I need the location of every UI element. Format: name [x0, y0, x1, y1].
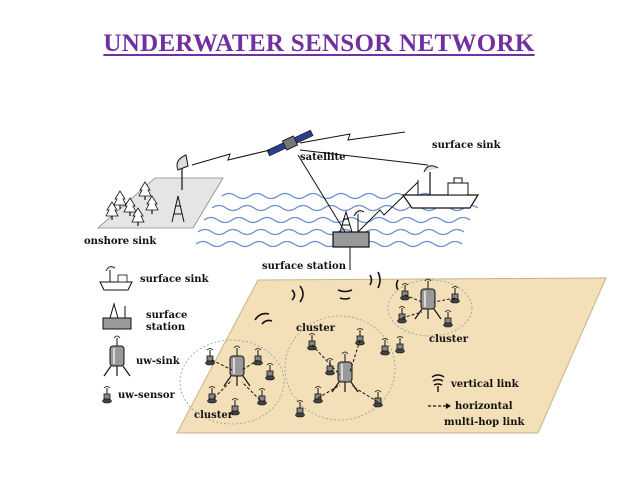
label-surface-sink: surface sink — [432, 140, 502, 151]
label-satellite: satellite — [300, 152, 345, 163]
legend-horizontal-2: multi-hop link — [444, 417, 526, 428]
cluster-mid — [284, 315, 396, 421]
cluster-left — [179, 339, 285, 425]
label-surface-station: surface station — [262, 261, 347, 272]
legend-uw-sink-icon — [103, 335, 131, 377]
legend-buoy-icon — [102, 302, 132, 330]
legend-surface-station-2: station — [146, 322, 186, 333]
ship-icon — [401, 165, 480, 209]
label-cluster-right: cluster — [429, 334, 469, 345]
seabed — [176, 277, 607, 434]
legend-uw-sensor: uw-sensor — [118, 390, 176, 401]
shore-land — [96, 177, 224, 229]
legend-horizontal-1: horizontal — [455, 401, 513, 412]
horizontal-link-arrow-icon — [446, 403, 451, 409]
page-title: UNDERWATER SENSOR NETWORK — [0, 30, 638, 58]
legend-right: vertical link horizontal multi-hop link — [428, 374, 526, 428]
legend-uw-sink: uw-sink — [136, 356, 181, 367]
label-cluster-left: cluster — [194, 410, 234, 421]
legend-surface-sink: surface sink — [140, 274, 210, 285]
vertical-link-icon — [431, 374, 445, 392]
legend-ship-icon — [99, 266, 133, 291]
onshore-sink-icon — [171, 154, 189, 223]
legend-left: surface sink surface station uw-sink uw-… — [99, 266, 210, 404]
satellite-icon — [266, 129, 314, 157]
legend-uw-sensor-icon — [102, 386, 112, 404]
label-cluster-mid: cluster — [296, 323, 336, 334]
buoy-icon — [332, 210, 370, 270]
radio-links — [191, 131, 429, 241]
legend-surface-station-1: surface — [146, 310, 187, 321]
title-text: UNDERWATER SENSOR NETWORK — [103, 30, 535, 57]
legend-vertical-link: vertical link — [450, 379, 520, 390]
vertical-acoustic-links — [254, 271, 399, 325]
label-onshore-sink: onshore sink — [84, 236, 157, 247]
cluster-right — [387, 278, 473, 337]
